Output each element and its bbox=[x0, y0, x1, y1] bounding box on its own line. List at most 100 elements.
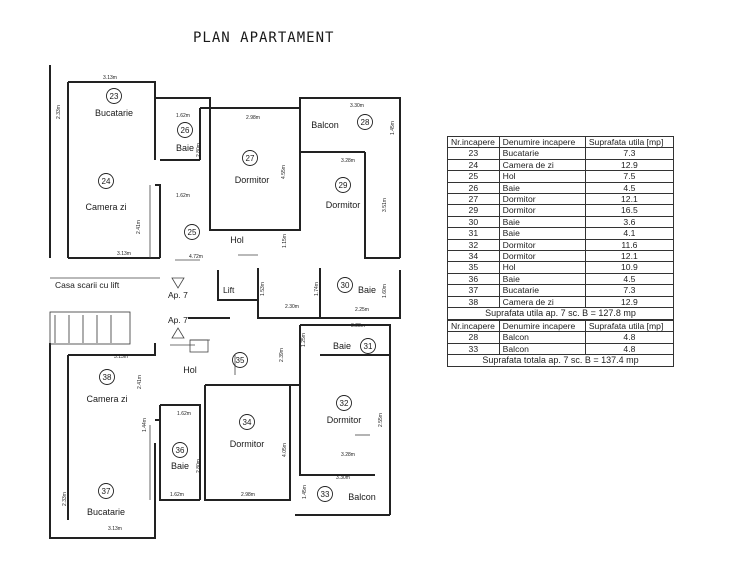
room-name: Bucatarie bbox=[87, 507, 125, 517]
room-area-cell: 12.9 bbox=[584, 158, 675, 172]
room-name-cell: Camera de zi bbox=[498, 295, 586, 309]
stair-label: Casa scarii cu lift bbox=[55, 280, 120, 290]
room-area-cell: 16.5 bbox=[584, 204, 675, 217]
room-name-cell: Balcon bbox=[498, 342, 586, 356]
room-area-cell: 4.1 bbox=[584, 227, 675, 240]
room-number: 33 bbox=[321, 490, 330, 499]
room-number-circle bbox=[242, 150, 258, 166]
room-name: Dormitor bbox=[235, 175, 270, 185]
room-name: Baie bbox=[171, 461, 189, 471]
room-name: Baie bbox=[333, 341, 351, 351]
room-number-cell: 38 bbox=[447, 295, 500, 309]
dimension-label: 3.30m bbox=[350, 103, 364, 109]
dimension-label: 1.62m bbox=[176, 193, 190, 199]
room-number-circle bbox=[106, 88, 122, 104]
dimension-label: 3.30m bbox=[336, 475, 350, 481]
dimension-label: 2.98m bbox=[241, 492, 255, 498]
room-area-cell: 7.3 bbox=[584, 147, 675, 160]
room-name: Bucatarie bbox=[95, 108, 133, 118]
dimension-label: 1.45m bbox=[302, 485, 308, 499]
room-name-cell: Hol bbox=[498, 261, 586, 274]
room-number-cell: 36 bbox=[447, 272, 500, 286]
room-area-cell: 4.8 bbox=[584, 342, 675, 356]
col-header-number: Nr.incapere bbox=[447, 135, 500, 149]
room-number: 28 bbox=[361, 118, 370, 127]
room-number-cell: 28 bbox=[447, 331, 500, 344]
room-name: Balcon bbox=[311, 120, 339, 130]
wall-bath-top bbox=[155, 97, 211, 108]
dimension-label: 3.13m bbox=[103, 75, 117, 81]
room-name: Camera zi bbox=[86, 394, 127, 404]
page-title: PLAN APARTAMENT bbox=[193, 30, 335, 46]
room-number: 25 bbox=[188, 228, 197, 237]
room-name-cell: Dormitor bbox=[498, 238, 586, 252]
total-useful-area: Suprafata utila ap. 7 sc. B = 127.8 mp bbox=[447, 307, 674, 320]
room-number-circle bbox=[99, 369, 115, 385]
dimension-label: 3.51m bbox=[382, 198, 388, 212]
room-name-cell: Baie bbox=[498, 272, 586, 286]
apartment-label: Ap. 7 bbox=[168, 315, 188, 325]
wall-bath-30 bbox=[257, 268, 401, 319]
room-name: Dormitor bbox=[327, 415, 362, 425]
room-number: 23 bbox=[110, 92, 119, 101]
dimension-label: 3.28m bbox=[341, 452, 355, 458]
wall-kitchen-37 bbox=[49, 343, 156, 539]
dimension-label: 2.41m bbox=[137, 375, 143, 389]
room-area-cell: 12.1 bbox=[584, 250, 675, 263]
room-number: 24 bbox=[102, 177, 111, 186]
apartment-label: Ap. 7 bbox=[168, 290, 188, 300]
room-name-cell: Dormitor bbox=[498, 250, 586, 263]
room-name: Camera zi bbox=[85, 202, 126, 212]
dimension-label: 3.28m bbox=[351, 323, 365, 329]
dimension-label: 2.39m bbox=[279, 348, 285, 362]
dimension-label: 1.15m bbox=[282, 234, 288, 248]
room-name-cell: Bucatarie bbox=[498, 147, 586, 160]
room-number: 35 bbox=[236, 356, 245, 365]
room-area-cell: 4.5 bbox=[584, 272, 675, 286]
wall-bath-36 bbox=[159, 405, 200, 501]
dimension-label: 3.28m bbox=[341, 158, 355, 164]
dimension-label: 4.55m bbox=[281, 165, 287, 179]
room-name-cell: Camera de zi bbox=[498, 158, 586, 172]
entry-arrow-icon bbox=[171, 327, 185, 339]
room-number-circle bbox=[357, 114, 373, 130]
wall-lift bbox=[217, 270, 258, 301]
room-number-cell: 23 bbox=[447, 147, 500, 160]
room-name-cell: Balcon bbox=[498, 331, 586, 344]
balcony-area-table: Nr.incapere Denumire incapere Suprafata … bbox=[447, 319, 675, 367]
room-name-cell: Baie bbox=[498, 181, 586, 195]
room-number-cell: 33 bbox=[447, 342, 500, 356]
room-number-circle bbox=[184, 224, 200, 240]
room-number-cell: 34 bbox=[447, 250, 500, 263]
room-number: 32 bbox=[340, 399, 349, 408]
room-number: 30 bbox=[341, 281, 350, 290]
room-number-cell: 25 bbox=[447, 170, 500, 183]
wall-bath-36-right bbox=[160, 404, 201, 500]
entry-arrow-icon bbox=[171, 277, 185, 289]
lift-door bbox=[189, 339, 209, 353]
col-header-number: Nr.incapere bbox=[447, 319, 500, 333]
room-number-cell: 27 bbox=[447, 193, 500, 206]
wall-bedroom-29 bbox=[364, 152, 400, 259]
wall-bedroom-32 bbox=[299, 325, 375, 476]
dimension-label: 1.62m bbox=[176, 113, 190, 119]
wall-bedroom-34 bbox=[204, 385, 291, 501]
room-name: Hol bbox=[230, 235, 244, 245]
wall-living-right bbox=[155, 184, 161, 258]
room-name-cell: Baie bbox=[498, 215, 586, 229]
col-header-area: Suprafata utila [mp] bbox=[584, 135, 675, 149]
room-area-cell: 12.1 bbox=[584, 193, 675, 206]
dimension-label: 2.98m bbox=[246, 115, 260, 121]
room-area-cell: 11.6 bbox=[584, 238, 675, 252]
